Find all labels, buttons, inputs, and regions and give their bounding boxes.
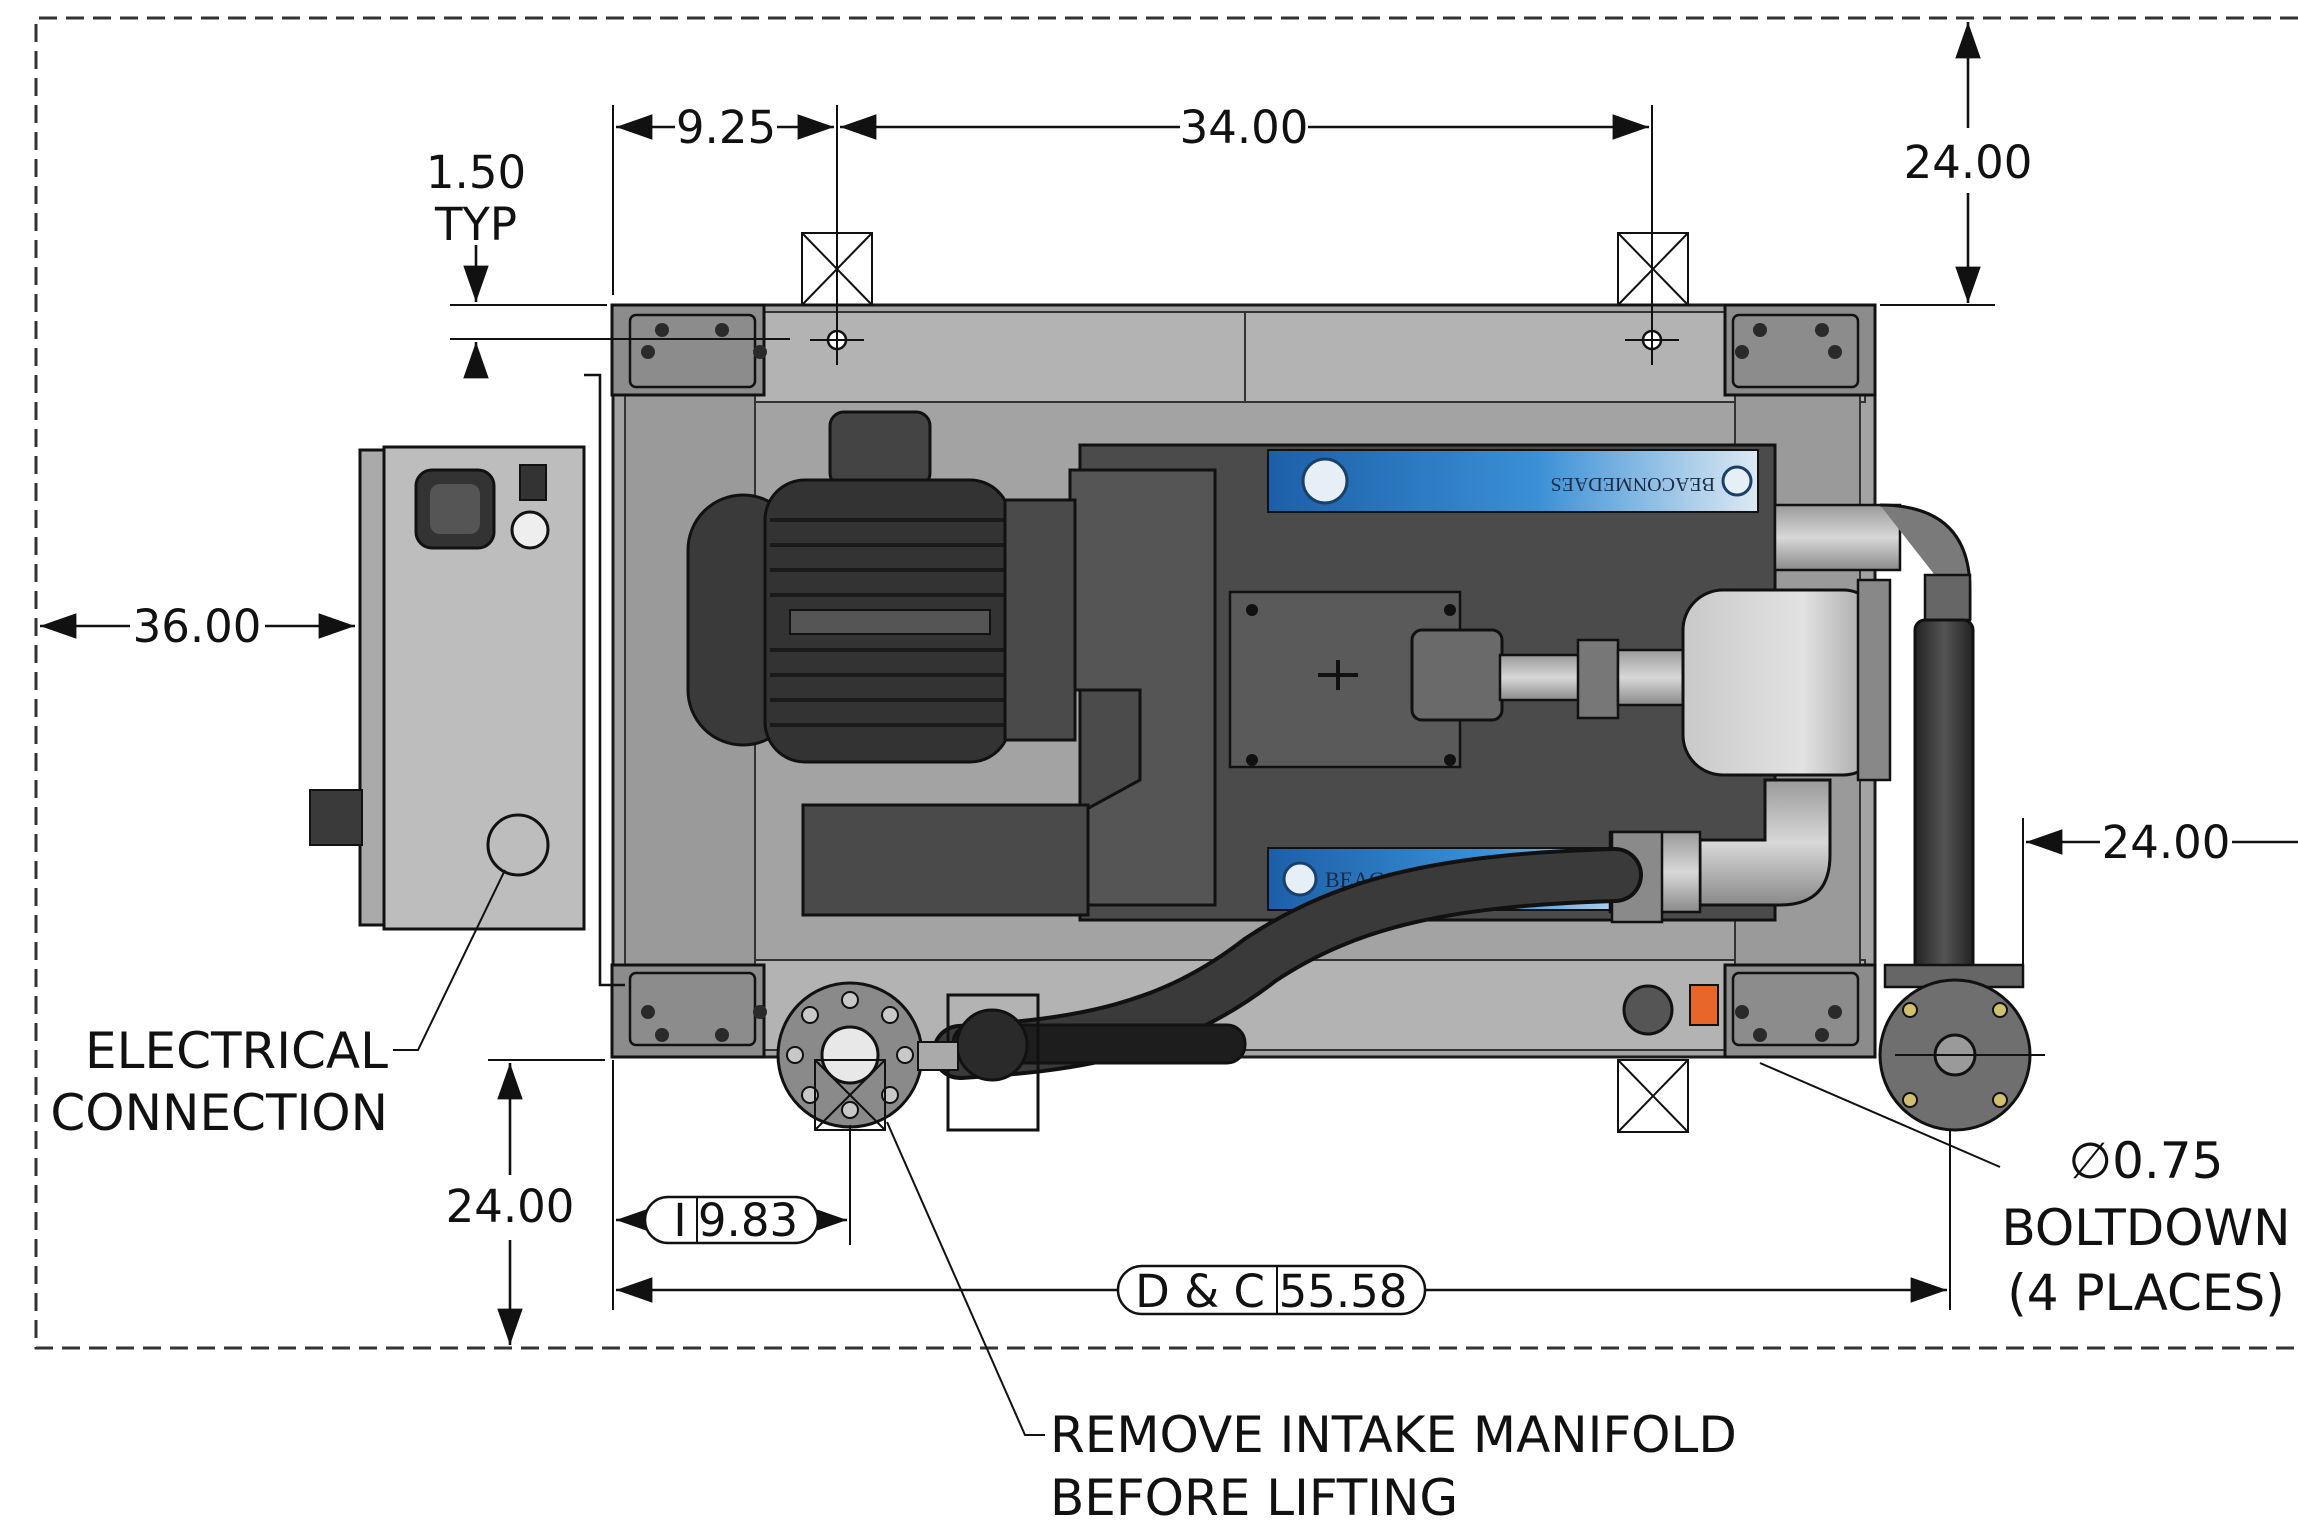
dim-overall-value: 55.58 [1279, 1265, 1408, 1318]
dim-left-clearance: 36.00 [133, 600, 262, 653]
corner-bracket-top-right [1723, 303, 1877, 397]
dim-bottom-clearance: 24.00 [446, 1180, 575, 1233]
brand-label-top: BEACONMEDAES [1551, 473, 1715, 495]
clearance-envelope [34, 16, 2298, 1350]
note-electrical-line1: ELECTRICAL [85, 1022, 388, 1080]
discharge-hose [1883, 618, 2025, 989]
note-lifting-line1: REMOVE INTAKE MANIFOLD [1050, 1406, 1737, 1464]
frame-bolts [641, 323, 1842, 1042]
dimension-intake-offset: I 9.83 [612, 1060, 851, 1310]
dim-right-clearance: 24.00 [2102, 816, 2231, 869]
note-boltdown: ∅0.75 BOLTDOWN (4 PLACES) [1759, 1062, 2291, 1322]
note-lifting: REMOVE INTAKE MANIFOLD BEFORE LIFTING [886, 1121, 1737, 1527]
dim-intake-value: 9.83 [698, 1194, 798, 1247]
vacuum-pump-skid: BEACONMEDAES BEACONM [610, 232, 2045, 1133]
dim-intake-tag: I [673, 1194, 686, 1247]
dim-top-span: 34.00 [1180, 101, 1309, 154]
note-boltdown-line2: BOLTDOWN [2002, 1199, 2291, 1257]
lifting-lug-bottom-right [1617, 1059, 1689, 1133]
coupling-housing [1068, 468, 1217, 907]
dimension-top-right: 24.00 [1880, 22, 2033, 306]
note-boltdown-line3: (4 PLACES) [2007, 1264, 2284, 1322]
dim-overall-tag: D & C [1135, 1265, 1265, 1318]
inlet-piping [1410, 628, 1690, 722]
intake-valve [946, 993, 1247, 1132]
dim-lip-suffix: TYP [434, 198, 517, 251]
motor-base [801, 803, 1090, 917]
dimension-lip: 1.50 TYP [426, 146, 790, 379]
dim-lip-value: 1.50 [426, 146, 526, 199]
corner-bracket-top-left [610, 303, 766, 397]
electric-motor [686, 410, 1077, 764]
note-lifting-line2: BEFORE LIFTING [1050, 1469, 1458, 1527]
dimension-bottom-left: 24.00 [446, 1059, 605, 1345]
corner-bracket-bottom-left [610, 963, 766, 1059]
note-electrical-line2: CONNECTION [50, 1084, 388, 1142]
note-electrical: ELECTRICAL CONNECTION [50, 869, 506, 1142]
dimension-right: 24.00 [2022, 816, 2298, 965]
terminal-block [1622, 984, 1719, 1036]
dim-top-left-offset: 9.25 [676, 101, 776, 154]
note-boltdown-line1: ∅0.75 [2069, 1132, 2224, 1190]
dim-top-right-clearance: 24.00 [1904, 136, 2033, 189]
exhaust-silencer [1681, 503, 1972, 782]
dimension-left: 36.00 [40, 600, 355, 653]
dimension-top: 9.25 34.00 [612, 101, 1653, 335]
corner-bracket-bottom-right [1723, 963, 1877, 1059]
control-panel [309, 373, 625, 987]
dimension-overall: D & C 55.58 [616, 1130, 1951, 1318]
